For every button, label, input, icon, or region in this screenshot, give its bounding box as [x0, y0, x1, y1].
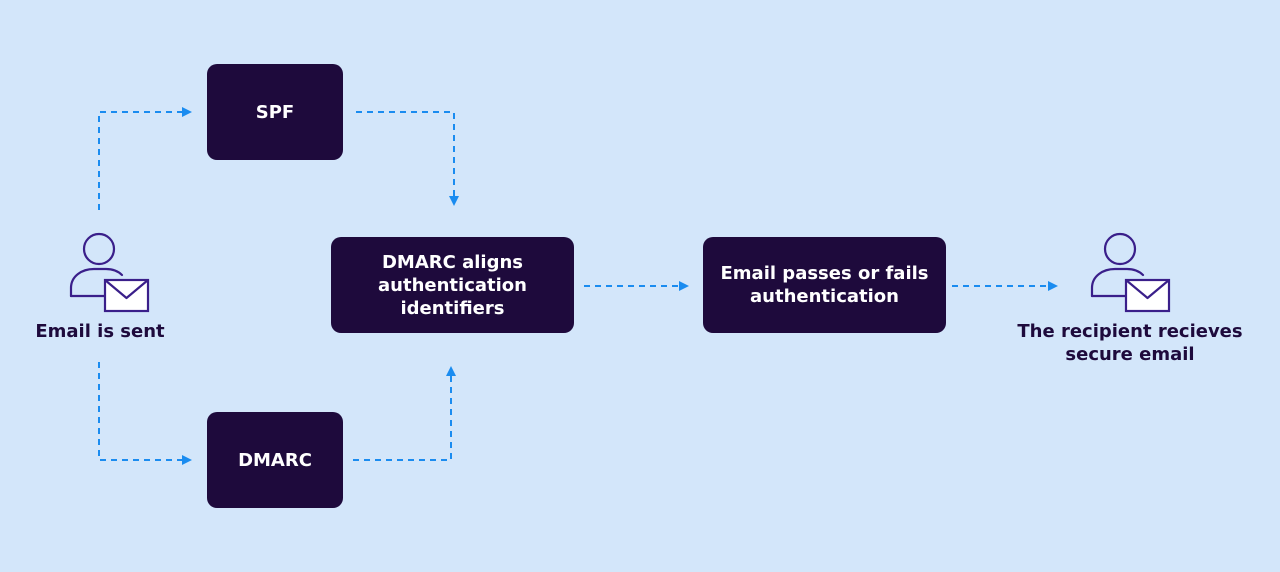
dmarc-box: DMARC [207, 412, 343, 508]
spf-box: SPF [207, 64, 343, 160]
auth-result-box: Email passes or fails authentication [703, 237, 946, 333]
dmarc-align-label: DMARC aligns authentication identifiers [378, 251, 527, 319]
sender-user-envelope-icon [68, 232, 152, 314]
recipient-user-envelope-icon [1089, 232, 1173, 314]
edge-sender-to-spf [98, 107, 192, 210]
spf-label: SPF [255, 101, 295, 123]
auth-result-label: Email passes or fails authentication [720, 263, 929, 307]
edge-dmarc-to-align [353, 366, 456, 461]
dmarc-label: DMARC [238, 449, 312, 471]
edge-sender-to-dmarc [98, 362, 192, 465]
edge-spf-to-align [356, 111, 459, 206]
recipient-label: The recipient recieves secure email [1017, 321, 1243, 365]
dmarc-align-box: DMARC aligns authentication identifiers [331, 237, 574, 333]
sender-label: Email is sent [35, 321, 165, 342]
